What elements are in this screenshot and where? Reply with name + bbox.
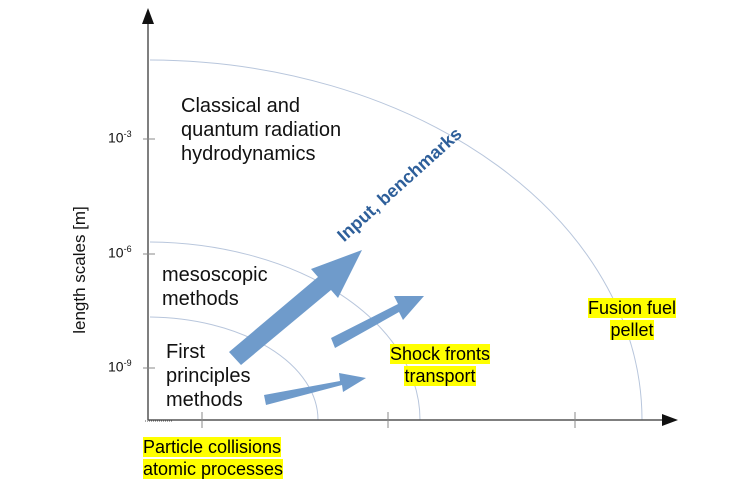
arrow-meso-to-shock (331, 296, 424, 348)
y-tick-1e-3: 10-3 (108, 129, 132, 146)
y-tick-1e-6: 10-6 (108, 244, 132, 261)
ticks (143, 138, 576, 428)
arrow-first-to-classical (229, 250, 362, 365)
arc-first-principles (149, 316, 319, 421)
x-axis-arrowhead (662, 414, 678, 426)
y-axis-arrowhead (142, 8, 154, 24)
arrow-first-to-shock (264, 373, 366, 405)
y-axis-label: length scales [m] (70, 206, 89, 334)
y-tick-1e-9: 10-9 (108, 358, 132, 375)
